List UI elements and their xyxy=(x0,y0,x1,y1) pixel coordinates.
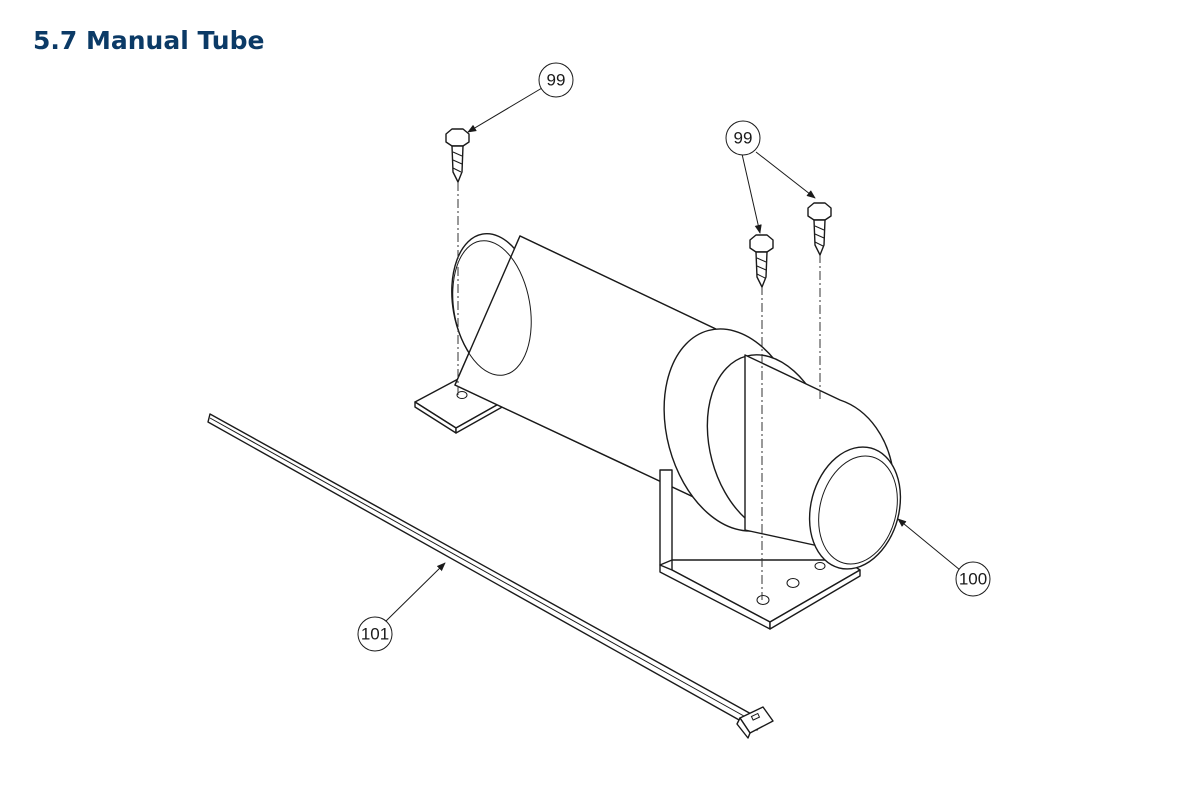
callout-100: 100 xyxy=(955,561,991,597)
callout-label: 100 xyxy=(959,570,987,589)
callout-label: 101 xyxy=(361,625,389,644)
tube-end-cap xyxy=(663,328,902,570)
callout-99-left: 99 xyxy=(538,62,574,98)
right-mounting-bracket xyxy=(659,469,861,630)
screw-right-front xyxy=(749,234,774,600)
callout-label: 99 xyxy=(547,71,566,90)
callout-label: 99 xyxy=(734,129,753,148)
section-title: 5.7 Manual Tube xyxy=(33,26,265,55)
screw-right-rear xyxy=(807,202,832,400)
callout-leaders xyxy=(384,87,961,623)
callout-101: 101 xyxy=(357,616,393,652)
screw-left xyxy=(445,128,470,395)
callout-99-right: 99 xyxy=(725,120,761,156)
cable-tie xyxy=(207,413,774,739)
